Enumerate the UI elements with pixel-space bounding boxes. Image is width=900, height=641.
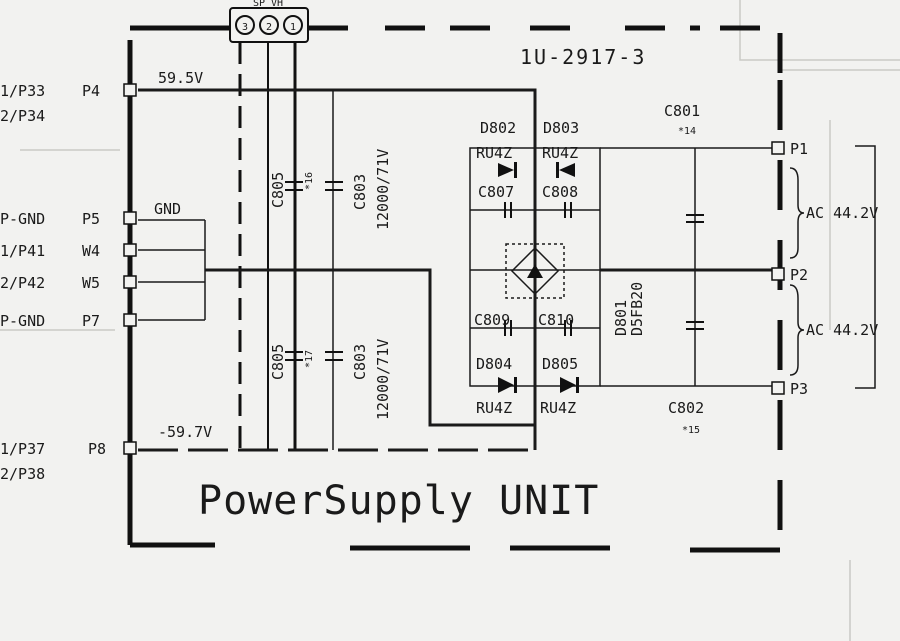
cap-c803b: C803 xyxy=(351,344,369,380)
cap-c801-note: *14 xyxy=(678,126,696,137)
left-label-4: 1/P41 xyxy=(0,242,45,260)
connector-wires xyxy=(238,42,297,450)
cap-c807: C807 xyxy=(478,183,514,201)
terminal-p8: P8 xyxy=(88,440,106,458)
terminal-p7: P7 xyxy=(82,312,100,330)
terminal-p3: P3 xyxy=(790,380,808,398)
bridge-network xyxy=(469,147,772,387)
diode-d804-part: RU4Z xyxy=(476,399,512,417)
cap-c805a-note: *16 xyxy=(304,172,315,190)
pin-3-label: 3 xyxy=(242,22,248,33)
terminal-p5: P5 xyxy=(82,210,100,228)
pin-2-label: 2 xyxy=(266,22,272,33)
rails xyxy=(138,88,537,452)
diode-d801: D801 xyxy=(612,300,630,336)
cap-c803a: C803 xyxy=(351,174,369,210)
left-label-8: 2/P38 xyxy=(0,465,45,483)
cap-c805a: C805 xyxy=(269,172,287,208)
ac-label-1: AC 44.2V xyxy=(806,204,878,222)
cap-c805b: C805 xyxy=(269,344,287,380)
cap-c805b-note: *17 xyxy=(304,350,315,368)
pin-3 xyxy=(235,15,255,35)
connector-label: SP VH xyxy=(253,0,283,9)
diode-d804: D804 xyxy=(476,355,512,373)
diode-d805: D805 xyxy=(542,355,578,373)
left-label-7: 1/P37 xyxy=(0,440,45,458)
net-gnd: GND xyxy=(154,200,181,218)
left-label-3: P-GND xyxy=(0,210,45,228)
terminal-p1: P1 xyxy=(790,140,808,158)
diode-d801-part: D5FB20 xyxy=(628,282,646,336)
ac-braces xyxy=(789,145,876,389)
cap-c803a-value: 12000/71V xyxy=(374,149,392,230)
net-neg: -59.7V xyxy=(158,423,212,441)
net-pos: 59.5V xyxy=(158,69,203,87)
unit-title: PowerSupply UNIT xyxy=(198,478,599,524)
diode-d805-part: RU4Z xyxy=(540,399,576,417)
cap-c810: C810 xyxy=(538,311,574,329)
diode-d802-part: RU4Z xyxy=(476,144,512,162)
ac-label-2: AC 44.2V xyxy=(806,321,878,339)
pin-1-label: 1 xyxy=(290,22,296,33)
terminal-p4: P4 xyxy=(82,82,100,100)
cap-c802-note: *15 xyxy=(682,425,700,436)
diode-d803: D803 xyxy=(543,119,579,137)
left-label-1: 1/P33 xyxy=(0,82,45,100)
pin-1 xyxy=(283,15,303,35)
diode-d802: D802 xyxy=(480,119,516,137)
left-label-6: P-GND xyxy=(0,312,45,330)
terminal-p2: P2 xyxy=(790,266,808,284)
cap-c808: C808 xyxy=(542,183,578,201)
terminal-w4: W4 xyxy=(82,242,100,260)
diodes xyxy=(498,162,579,393)
left-label-5: 2/P42 xyxy=(0,274,45,292)
diode-d803-part: RU4Z xyxy=(542,144,578,162)
cap-c809: C809 xyxy=(474,311,510,329)
terminal-w5: W5 xyxy=(82,274,100,292)
left-label-2: 2/P34 xyxy=(0,107,45,125)
board-id: 1U-2917-3 xyxy=(520,45,646,69)
terminal-pads xyxy=(123,83,785,455)
cap-c803a xyxy=(285,181,343,191)
cap-c803b-value: 12000/71V xyxy=(374,339,392,420)
connector-block: 3 2 1 SP VH xyxy=(229,0,309,43)
cap-c803b xyxy=(285,351,343,361)
small-caps xyxy=(504,202,704,336)
pin-2 xyxy=(259,15,279,35)
board-outline xyxy=(127,25,783,553)
cap-c802: C802 xyxy=(668,399,704,417)
cap-c801: C801 xyxy=(664,102,700,120)
